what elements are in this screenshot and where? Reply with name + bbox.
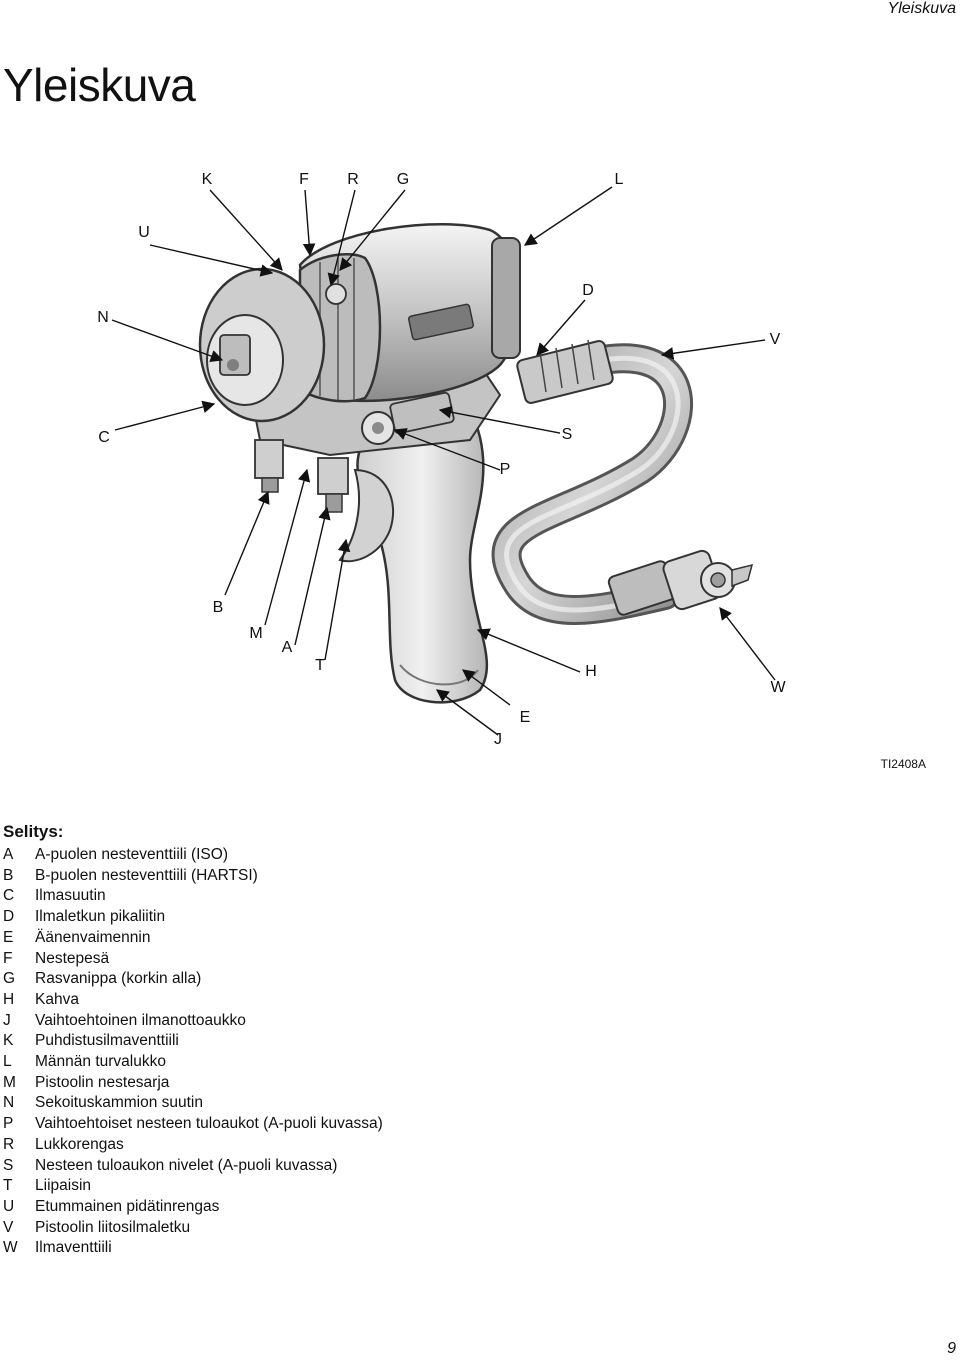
legend-item: K Puhdistusilmaventtiili [3, 1031, 383, 1052]
legend-text: B-puolen nesteventtiili (HARTSI) [35, 866, 258, 884]
callout-label-d: D [582, 282, 594, 299]
legend-key: A [3, 846, 14, 863]
handle [356, 408, 489, 704]
legend-key: L [3, 1053, 12, 1071]
legend-key: V [3, 1218, 14, 1236]
legend-key: G [3, 970, 16, 988]
legend-key: J [3, 1011, 11, 1029]
callout-label-b: B [212, 599, 224, 616]
legend-text: Nesteen tuloaukon nivelet (A-puoli kuvas… [35, 1156, 338, 1174]
legend-key: D [3, 908, 15, 926]
legend-item: G Rasvanippa (korkin alla) [3, 969, 383, 990]
legend-text: Ilmaletkun pikaliitin [35, 908, 166, 926]
hose [491, 343, 693, 625]
callout-label-w: W [770, 679, 786, 696]
legend-item: W Ilmaventtiili [3, 1238, 383, 1259]
legend-item: A A-puolen nesteventtiili (ISO) [3, 845, 383, 866]
callout-label-u: U [138, 224, 150, 241]
legend-item: R Lukkorengas [3, 1135, 383, 1156]
legend-key: S [3, 1156, 14, 1174]
hose-coupling [516, 339, 614, 404]
legend-item: F Nestepesä [3, 949, 383, 970]
legend-text: Nestepesä [35, 949, 110, 967]
legend-key: N [3, 1094, 15, 1112]
spray-gun-figure: K F R G L U D N V C S P B M A T H W E J [0, 150, 960, 790]
legend-key: T [3, 1177, 13, 1195]
legend-item: C Ilmasuutin [3, 886, 383, 907]
legend-item: M Pistoolin nestesarja [3, 1073, 383, 1094]
legend-item: S Nesteen tuloaukon nivelet (A-puoli kuva… [3, 1156, 383, 1177]
legend-key: H [3, 990, 15, 1008]
legend-text: Ilmaventtiili [35, 1239, 112, 1257]
callout-label-a: A [281, 639, 293, 656]
legend-key: C [3, 887, 15, 905]
legend-item: E Äänenvaimennin [3, 928, 383, 949]
callout-label-c: C [98, 429, 110, 446]
trigger [338, 468, 395, 563]
legend-text: Etummainen pidätinrengas [35, 1197, 220, 1215]
callout-label-v: V [769, 331, 781, 348]
callout-label-l: L [614, 171, 624, 188]
callout-label-h: H [585, 663, 597, 680]
air-valve [607, 549, 754, 616]
legend-key: U [3, 1197, 15, 1215]
legend-key: E [3, 928, 14, 946]
callout-label-g: G [396, 171, 410, 188]
callout-label-e: E [519, 709, 531, 726]
front-cap [198, 267, 326, 423]
legend-title: Selitys: [3, 822, 64, 841]
callout-label-s: S [561, 426, 573, 443]
legend-item: N Sekoituskammion suutin [3, 1093, 383, 1114]
legend-text: Sekoituskammion suutin [35, 1094, 203, 1112]
legend-text: Pistoolin liitosilmaletku [35, 1218, 191, 1236]
callout-arrows [111, 186, 776, 736]
legend-item: J Vaihtoehtoinen ilmanottoaukko [3, 1011, 383, 1032]
running-header: Yleiskuva [887, 0, 956, 17]
legend-text: Äänenvaimennin [35, 928, 151, 946]
legend-text: Puhdistusilmaventtiili [35, 1032, 179, 1050]
legend-text: Vaihtoehtoinen ilmanottoaukko [35, 1011, 246, 1029]
legend-item: U Etummainen pidätinrengas [3, 1197, 383, 1218]
callout-label-j: J [494, 731, 502, 748]
legend-item: T Liipaisin [3, 1176, 383, 1197]
callout-label-p: P [499, 461, 511, 478]
legend-key: M [3, 1073, 16, 1091]
legend-key: P [3, 1115, 14, 1133]
legend-text: Liipaisin [35, 1177, 92, 1195]
figure-id: TI2408A [880, 757, 926, 771]
callout-label-n: N [97, 309, 109, 326]
legend-item: L Männän turvalukko [3, 1052, 383, 1073]
legend-key: R [3, 1135, 15, 1153]
legend-text: Ilmasuutin [35, 887, 106, 905]
legend-text: A-puolen nesteventtiili (ISO) [35, 846, 228, 863]
legend-key: W [3, 1239, 18, 1257]
legend-key: K [3, 1032, 14, 1050]
legend-key: B [3, 866, 14, 884]
callout-label-m: M [249, 625, 263, 642]
legend-text: Rasvanippa (korkin alla) [35, 970, 202, 988]
legend-text: Pistoolin nestesarja [35, 1073, 170, 1091]
legend-text: Vaihtoehtoiset nesteen tuloaukot (A-puol… [35, 1115, 383, 1133]
legend-item: B B-puolen nesteventtiili (HARTSI) [3, 866, 383, 887]
legend-text: Männän turvalukko [35, 1053, 166, 1071]
page-number: 9 [947, 1340, 956, 1357]
legend-item: D Ilmaletkun pikaliitin [3, 907, 383, 928]
callout-label-f: F [299, 171, 309, 188]
callout-label-t: T [315, 657, 325, 674]
callout-label-r: R [347, 171, 359, 188]
legend-text: Kahva [35, 990, 79, 1008]
spray-gun-illustration [111, 186, 776, 736]
callout-label-k: K [201, 171, 213, 188]
legend-text: Lukkorengas [35, 1135, 124, 1153]
page-title: Yleiskuva [3, 59, 196, 111]
legend-item: P Vaihtoehtoiset nesteen tuloaukot (A-puo… [3, 1114, 383, 1135]
legend-item: H Kahva [3, 990, 383, 1011]
legend-item: V Pistoolin liitosilmaletku [3, 1218, 383, 1239]
legend-key: F [3, 949, 13, 967]
